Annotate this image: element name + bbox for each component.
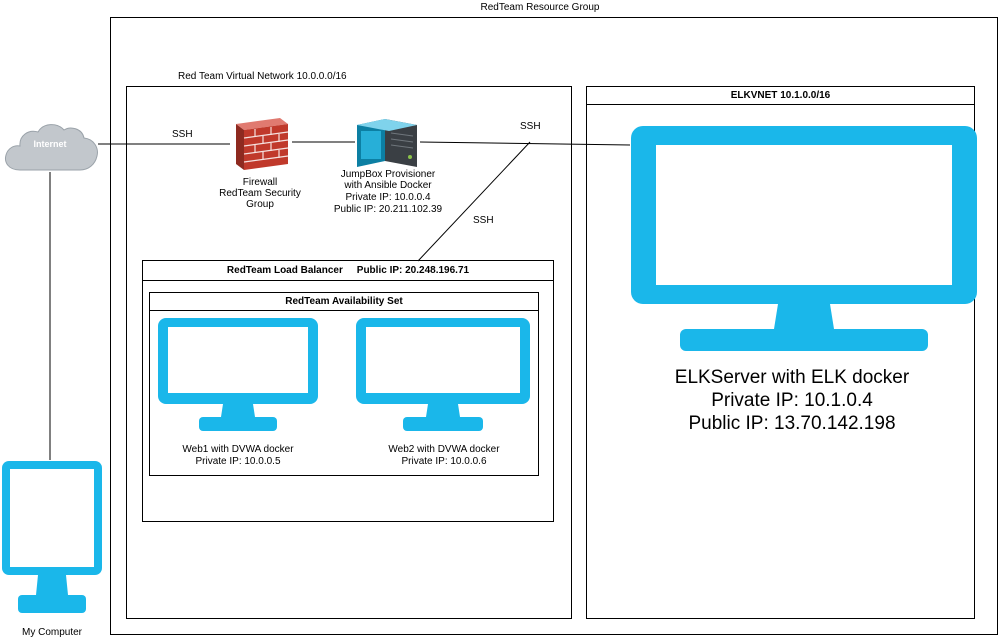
connector-jumpbox-elk [419, 141, 631, 146]
jumpbox-line1: JumpBox Provisioner [340, 169, 436, 180]
firewall-line1: Firewall [242, 177, 278, 188]
server-icon [357, 119, 417, 167]
monitor-icon [158, 318, 318, 431]
load-balancer-title: RedTeam Load Balancer [226, 265, 343, 276]
web1-line1: Web1 with DVWA docker [182, 444, 294, 455]
web1-line2: Private IP: 10.0.0.5 [195, 456, 281, 467]
availability-set-box: RedTeam Availability Set [149, 292, 539, 476]
connector-jumpbox-loadbalancer [417, 141, 531, 262]
vnet-box [126, 86, 572, 619]
firewall-line2: RedTeam Security [219, 188, 301, 199]
elk-line2: Private IP: 10.1.0.4 [711, 390, 873, 411]
jumpbox-line4: Public IP: 20.211.102.39 [333, 204, 443, 215]
monitor-icon [2, 461, 102, 613]
firewall-icon [236, 118, 289, 170]
elkvnet-title: ELKVNET 10.1.0.0/16 [587, 87, 974, 105]
elk-line3: Public IP: 13.70.142.198 [688, 413, 896, 434]
elk-line1: ELKServer with ELK docker [674, 367, 910, 388]
jumpbox-line2: with Ansible Docker [344, 180, 432, 191]
firewall-line3: Group [246, 199, 274, 210]
jumpbox-line3: Private IP: 10.0.0.4 [345, 192, 431, 203]
ssh-label-elk: SSH [520, 121, 541, 132]
load-balancer-box: RedTeam Load Balancer Public IP: 20.248.… [142, 260, 554, 522]
web2-line1: Web2 with DVWA docker [388, 444, 500, 455]
resource-group-title: RedTeam Resource Group [480, 2, 600, 13]
ssh-label-internet: SSH [172, 129, 193, 140]
internet-label: Internet [33, 139, 67, 149]
elkvnet-box: ELKVNET 10.1.0.0/16 [586, 86, 975, 619]
monitor-icon [356, 318, 530, 431]
cloud-icon [5, 124, 98, 171]
monitor-icon [631, 126, 977, 351]
load-balancer-public-ip: Public IP: 20.248.196.71 [356, 265, 470, 276]
vnet-title: Red Team Virtual Network 10.0.0.0/16 [178, 71, 347, 82]
web2-line2: Private IP: 10.0.0.6 [401, 456, 487, 467]
resource-group-box [110, 17, 998, 635]
availability-set-title: RedTeam Availability Set [150, 293, 538, 311]
my-computer-label: My Computer [21, 627, 82, 638]
load-balancer-header: RedTeam Load Balancer Public IP: 20.248.… [143, 261, 553, 281]
ssh-label-loadbalancer: SSH [473, 215, 494, 226]
